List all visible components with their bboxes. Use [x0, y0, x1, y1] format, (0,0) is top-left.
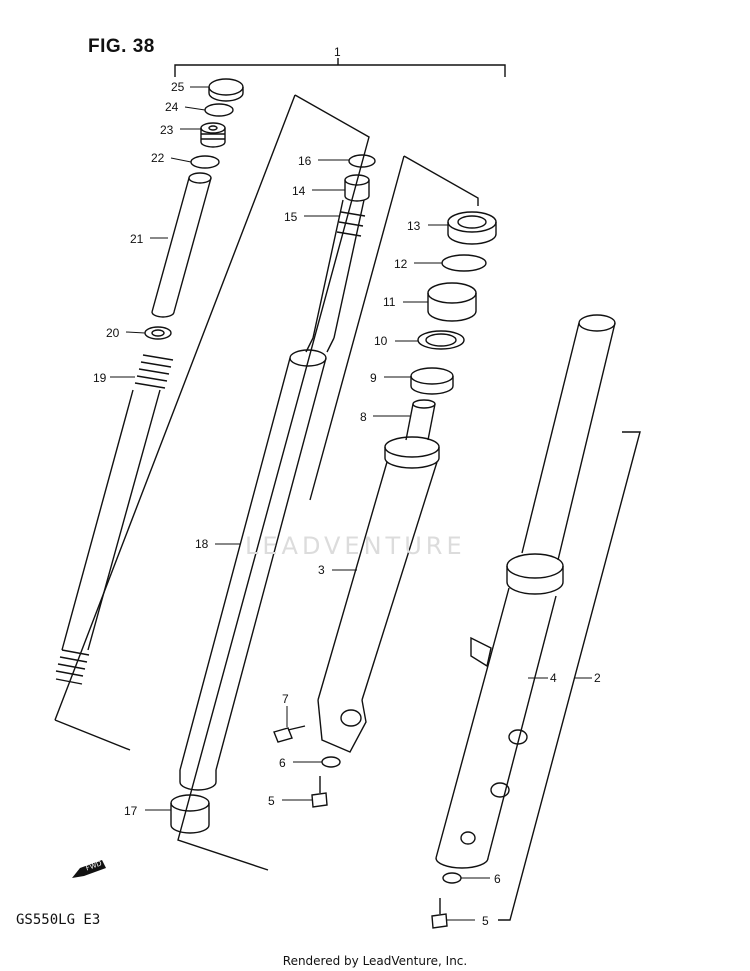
model-code: GS550LG E3 — [16, 912, 101, 928]
callout-6b: 6 — [494, 872, 501, 886]
bracket-2 — [498, 431, 641, 921]
callout-21: 21 — [130, 232, 144, 246]
group-box-inner — [177, 94, 370, 871]
callout-14: 14 — [292, 184, 306, 198]
callout-7: 7 — [282, 692, 289, 706]
figure-title: FIG. 38 — [88, 36, 155, 57]
callout-11: 11 — [383, 295, 396, 309]
callout-16: 16 — [298, 154, 312, 168]
callout-24: 24 — [165, 100, 179, 114]
callout-12: 12 — [394, 257, 408, 271]
callout-4: 4 — [550, 671, 557, 685]
callout-8: 8 — [360, 410, 367, 424]
watermark: LEADVENTURE — [245, 532, 466, 560]
callout-25: 25 — [171, 80, 185, 94]
fwd-arrow-icon: FWD — [72, 859, 106, 878]
callout-2: 2 — [594, 671, 601, 685]
callout-20: 20 — [106, 326, 120, 340]
callout-17: 17 — [124, 804, 138, 818]
callout-1: 1 — [334, 45, 341, 59]
group-box-outer — [403, 155, 479, 206]
callout-5b: 5 — [482, 914, 489, 928]
callout-15: 15 — [284, 210, 298, 224]
callout-18: 18 — [195, 537, 209, 551]
callout-22: 22 — [151, 151, 165, 165]
callout-19: 19 — [93, 371, 107, 385]
callout-9: 9 — [370, 371, 377, 385]
callout-5a: 5 — [268, 794, 275, 808]
render-credit: Rendered by LeadVenture, Inc. — [282, 954, 468, 968]
callout-23: 23 — [160, 123, 174, 137]
bracket-1 — [174, 58, 506, 77]
callout-6a: 6 — [279, 756, 286, 770]
callout-10: 10 — [374, 334, 388, 348]
callout-13: 13 — [407, 219, 421, 233]
callout-3: 3 — [318, 563, 325, 577]
